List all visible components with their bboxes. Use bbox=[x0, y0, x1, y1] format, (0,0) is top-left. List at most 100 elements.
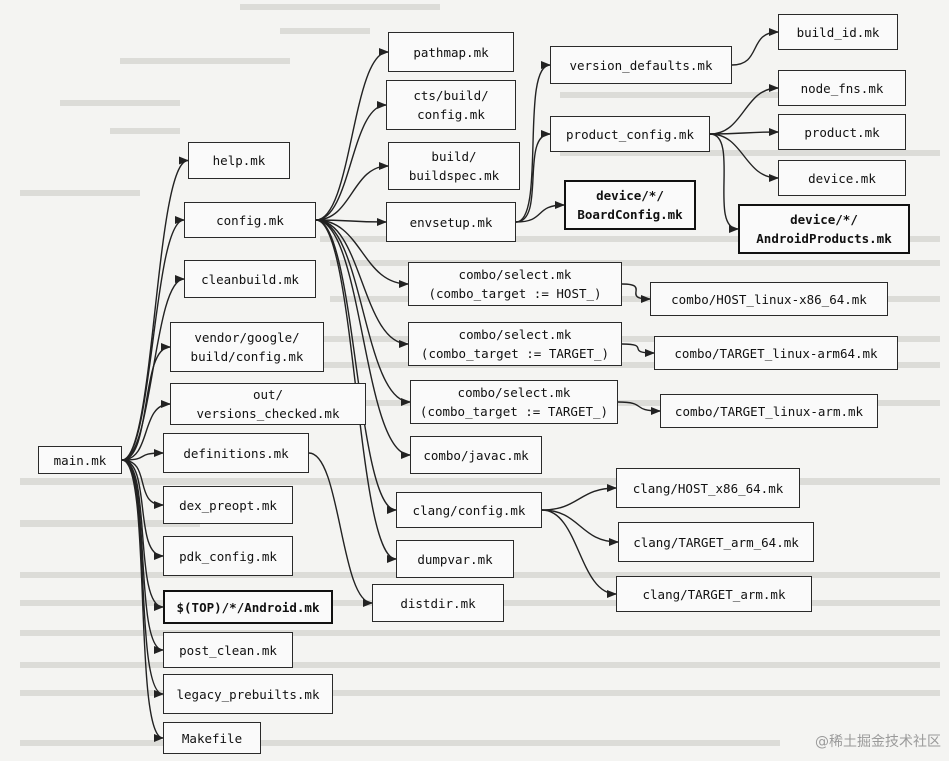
edge-config-to-javac bbox=[315, 219, 411, 459]
node-main: main.mk bbox=[38, 446, 122, 474]
edge-productconfig-to-product bbox=[709, 128, 779, 137]
node-buildid: build_id.mk bbox=[778, 14, 898, 50]
node-clangtarget64: clang/TARGET_arm_64.mk bbox=[618, 522, 814, 562]
node-label: build/ bbox=[431, 149, 477, 164]
node-help: help.mk bbox=[188, 142, 290, 179]
node-productconfig: product_config.mk bbox=[550, 116, 710, 152]
node-label: device.mk bbox=[808, 170, 876, 186]
node-label: AndroidProducts.mk bbox=[756, 231, 892, 246]
node-postclean: post_clean.mk bbox=[163, 632, 293, 668]
edge-config-to-combo1 bbox=[315, 219, 409, 288]
node-label: pdk_config.mk bbox=[179, 548, 277, 564]
node-label: (combo_target := TARGET_) bbox=[420, 346, 610, 361]
node-label: buildspec.mk bbox=[408, 168, 500, 183]
node-label: (combo_target := HOST_) bbox=[428, 286, 602, 301]
edge-envsetup-to-versiondef bbox=[515, 61, 551, 223]
node-label: help.mk bbox=[212, 153, 266, 168]
node-label: versions_checked.mk bbox=[196, 406, 340, 421]
node-label: legacy_prebuilts.mk bbox=[176, 686, 320, 702]
node-androidproducts: device/*/AndroidProducts.mk bbox=[738, 204, 910, 254]
edge-versiondef-to-buildid bbox=[731, 28, 779, 66]
edge-config-to-buildspec bbox=[315, 162, 389, 221]
edge-combo1-to-hostlinux bbox=[621, 283, 651, 303]
node-label: combo/select.mk bbox=[458, 327, 572, 342]
node-dumpvar: dumpvar.mk bbox=[396, 540, 514, 578]
node-label: dumpvar.mk bbox=[417, 551, 493, 567]
node-out: out/versions_checked.mk bbox=[170, 383, 366, 425]
node-hostlinux: combo/HOST_linux-x86_64.mk bbox=[650, 282, 888, 316]
edge-main-to-config bbox=[121, 216, 185, 461]
node-nodefns: node_fns.mk bbox=[778, 70, 906, 106]
edge-clang-to-clangtarget bbox=[541, 509, 617, 598]
node-label: main.mk bbox=[53, 452, 107, 468]
edge-productconfig-to-androidproducts bbox=[709, 133, 739, 233]
node-android: $(TOP)/*/Android.mk bbox=[163, 590, 333, 624]
watermark: @稀土掘金技术社区 bbox=[815, 734, 941, 750]
node-definitions: definitions.mk bbox=[163, 433, 309, 473]
node-label: combo/TARGET_linux-arm64.mk bbox=[674, 345, 878, 361]
node-label: out/ bbox=[252, 387, 284, 402]
edge-main-to-vendor bbox=[121, 343, 171, 461]
node-label: $(TOP)/*/Android.mk bbox=[176, 599, 320, 615]
node-pathmap: pathmap.mk bbox=[388, 32, 514, 72]
edge-envsetup-to-boardconfig bbox=[515, 201, 565, 223]
node-label: clang/config.mk bbox=[412, 502, 526, 518]
node-label: Makefile bbox=[181, 730, 243, 746]
node-buildspec: build/buildspec.mk bbox=[388, 142, 520, 190]
node-label: product_config.mk bbox=[566, 126, 694, 142]
node-device: device.mk bbox=[778, 160, 906, 196]
node-clang: clang/config.mk bbox=[396, 492, 542, 528]
edge-config-to-combo2 bbox=[315, 219, 409, 348]
node-label: cleanbuild.mk bbox=[201, 271, 299, 287]
edge-combo2-to-targetarm64 bbox=[621, 343, 655, 357]
node-combo3: combo/select.mk(combo_target := TARGET_) bbox=[410, 380, 618, 424]
edge-definitions-to-distdir bbox=[308, 452, 373, 607]
node-clangtarget: clang/TARGET_arm.mk bbox=[616, 576, 812, 612]
node-label: pathmap.mk bbox=[413, 44, 489, 60]
edge-main-to-out bbox=[121, 400, 171, 461]
edge-main-to-postclean bbox=[121, 459, 164, 654]
node-label: version_defaults.mk bbox=[569, 57, 713, 73]
node-label: config.mk bbox=[417, 107, 485, 122]
node-label: config.mk bbox=[216, 212, 284, 228]
node-combo2: combo/select.mk (combo_target := TARGET_) bbox=[408, 322, 622, 366]
node-label: product.mk bbox=[804, 124, 880, 140]
node-product: product.mk bbox=[778, 114, 906, 150]
node-distdir: distdir.mk bbox=[372, 584, 504, 622]
node-dexpreopt: dex_preopt.mk bbox=[163, 486, 293, 524]
node-label: envsetup.mk bbox=[409, 214, 493, 230]
node-label: node_fns.mk bbox=[800, 80, 884, 96]
node-cleanbuild: cleanbuild.mk bbox=[184, 260, 316, 298]
node-boardconfig: device/*/BoardConfig.mk bbox=[564, 180, 696, 230]
edge-config-to-clang bbox=[315, 219, 397, 514]
node-label: combo/javac.mk bbox=[423, 447, 529, 463]
node-label: dex_preopt.mk bbox=[179, 497, 277, 513]
edge-config-to-combo3 bbox=[315, 219, 411, 406]
node-label: build/config.mk bbox=[190, 349, 304, 364]
node-label: build_id.mk bbox=[796, 24, 880, 40]
node-label: cts/build/ bbox=[413, 88, 489, 103]
node-label: definitions.mk bbox=[183, 445, 289, 461]
edge-clang-to-clanghost bbox=[541, 484, 617, 511]
node-javac: combo/javac.mk bbox=[410, 436, 542, 474]
edge-main-to-makefile bbox=[121, 459, 164, 742]
edge-main-to-pdk bbox=[121, 459, 164, 560]
edge-productconfig-to-device bbox=[709, 133, 779, 182]
node-label: distdir.mk bbox=[400, 595, 476, 611]
node-envsetup: envsetup.mk bbox=[386, 202, 516, 242]
edge-config-to-envsetup bbox=[315, 217, 387, 226]
node-label: clang/TARGET_arm_64.mk bbox=[633, 534, 799, 550]
node-versiondef: version_defaults.mk bbox=[550, 46, 732, 84]
node-label: vendor/google/ bbox=[194, 330, 300, 345]
edge-main-to-legacy bbox=[121, 459, 164, 698]
node-label: post_clean.mk bbox=[179, 642, 277, 658]
edge-productconfig-to-nodefns bbox=[709, 84, 779, 135]
node-legacy: legacy_prebuilts.mk bbox=[163, 674, 333, 714]
edge-combo3-to-targetarm bbox=[617, 401, 661, 415]
node-label: combo/select.mk bbox=[457, 385, 571, 400]
node-label: BoardConfig.mk bbox=[577, 207, 683, 222]
edge-clang-to-clangtarget64 bbox=[541, 509, 619, 546]
node-label: clang/TARGET_arm.mk bbox=[642, 586, 786, 602]
node-label: combo/TARGET_linux-arm.mk bbox=[674, 403, 864, 419]
edge-main-to-dexpreopt bbox=[121, 459, 164, 509]
